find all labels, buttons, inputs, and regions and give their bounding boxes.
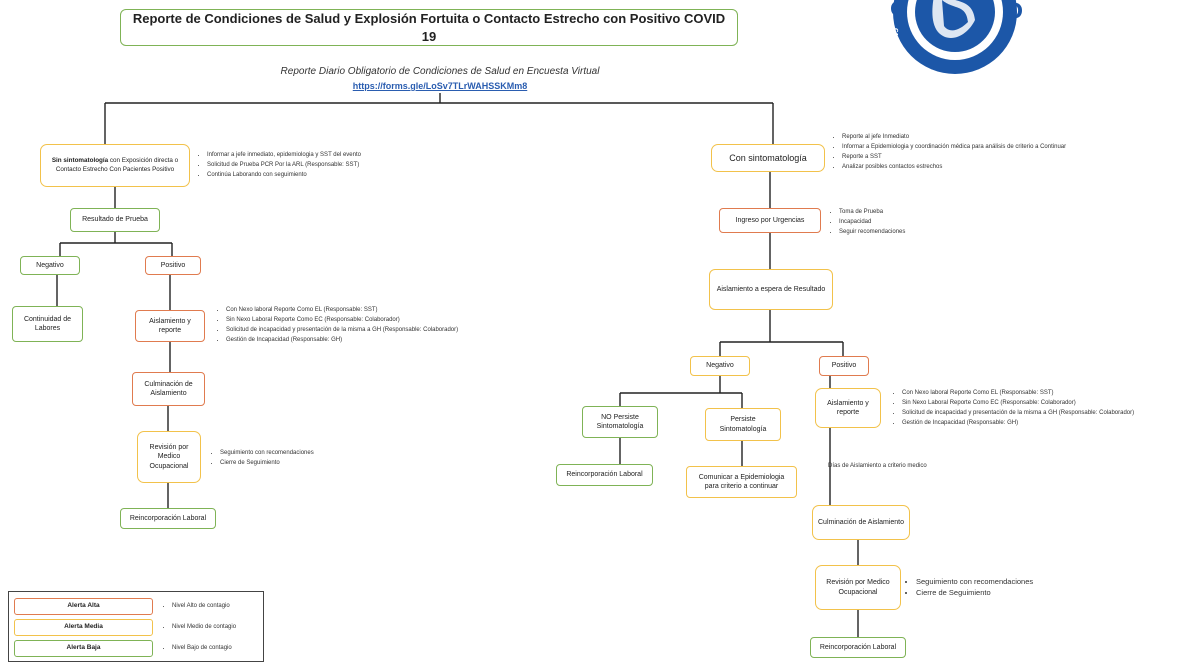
list-item: Con Nexo laboral Reporte Como EL (Respon… xyxy=(902,388,1188,398)
list-item: Continúa Laborando con seguimiento xyxy=(207,170,467,180)
list-item: Sin Nexo Laboral Reporte Como EC (Respon… xyxy=(226,315,546,325)
legend-low-alert: Alerta Baja xyxy=(14,640,153,657)
legend-descriptions: Nivel Alto de contagio Nivel Medio de co… xyxy=(160,601,272,653)
list-item: Solicitud de incapacidad y presentación … xyxy=(902,408,1188,418)
no-symptoms-bold: Sin sintomatología xyxy=(51,157,109,164)
no-symptoms-rest: con Exposición directa o Contacto Estrec… xyxy=(55,157,179,173)
legend-desc-low: Nivel Bajo de contagio xyxy=(172,643,272,653)
no-persistent-symptoms-box: NO Persiste Sintomatología xyxy=(582,406,658,438)
no-symptoms-start: Sin sintomatología con Exposición direct… xyxy=(40,144,190,187)
list-item: Reporte al jefe Inmediato xyxy=(842,132,1162,142)
list-item: Seguimiento con recomendaciones xyxy=(220,448,370,458)
list-item: Seguimiento con recomendaciones xyxy=(916,576,1096,587)
legend-high-alert: Alerta Alta xyxy=(14,598,153,615)
list-item: Informar a Epidemiologia y coordinación … xyxy=(842,142,1162,152)
list-item: Seguir recomendaciones xyxy=(839,227,979,237)
awaiting-result-box: Aislamiento a espera de Resultado xyxy=(709,269,833,310)
page-title: Reporte de Condiciones de Salud y Explos… xyxy=(120,9,738,46)
list-item: Incapacidad xyxy=(839,217,979,227)
communicate-epidemiology-box: Comunicar a Epidemiologia para criterio … xyxy=(686,466,797,498)
right-negative-reinstatement-box: Reincorporación Laboral xyxy=(556,464,653,486)
right-reinstatement-box: Reincorporación Laboral xyxy=(810,637,906,658)
isolation-days-note: Días de Aislamiento a criterio medico xyxy=(828,463,927,469)
right-review-actions: Seguimiento con recomendaciones Cierre d… xyxy=(904,576,1096,598)
legend-desc-medium: Nivel Medio de contagio xyxy=(172,622,272,632)
persistent-symptoms-box: Persiste Sintomatología xyxy=(705,408,781,441)
right-isolation-end-box: Culminación de Aislamiento xyxy=(812,505,910,540)
right-medical-review-box: Revisión por Medico Ocupacional xyxy=(815,565,901,610)
left-review-actions: Seguimiento con recomendaciones Cierre d… xyxy=(208,448,370,468)
legend-medium-alert: Alerta Media xyxy=(14,619,153,636)
survey-link[interactable]: https://forms.gle/LoSv7TLrWAHSSKMm8 xyxy=(352,81,528,91)
left-isolation-end-box: Culminación de Aislamiento xyxy=(132,372,205,406)
emergency-actions: Toma de Prueba Incapacidad Seguir recome… xyxy=(827,207,979,237)
list-item: Sin Nexo Laboral Reporte Como EC (Respon… xyxy=(902,398,1188,408)
subtitle: Reporte Diario Obligatorio de Condicione… xyxy=(280,66,600,77)
list-item: Cierre de Seguimiento xyxy=(916,587,1096,598)
right-isolation-box: Aislamiento y reporte xyxy=(815,388,881,428)
emergency-admission-box: Ingreso por Urgencias xyxy=(719,208,821,233)
list-item: Reporte a SST xyxy=(842,152,1162,162)
list-item: Cierre de Seguimiento xyxy=(220,458,370,468)
list-item: Gestión de Incapacidad (Responsable: GH) xyxy=(226,335,546,345)
right-negative-box: Negativo xyxy=(690,356,750,376)
list-item: Toma de Prueba xyxy=(839,207,979,217)
list-item: Gestión de Incapacidad (Responsable: GH) xyxy=(902,418,1188,428)
right-positive-box: Positivo xyxy=(819,356,869,376)
legend-desc-high: Nivel Alto de contagio xyxy=(172,601,272,611)
left-medical-review-box: Revisión por Medico Ocupacional xyxy=(137,431,201,483)
list-item: Con Nexo laboral Reporte Como EL (Respon… xyxy=(226,305,546,315)
test-result-box: Resultado de Prueba xyxy=(70,208,160,232)
left-positive-box: Positivo xyxy=(145,256,201,275)
left-negative-box: Negativo xyxy=(20,256,80,275)
page-title-text: Reporte de Condiciones de Salud y Explos… xyxy=(132,10,726,44)
right-isolation-actions: Con Nexo laboral Reporte Como EL (Respon… xyxy=(890,388,1188,428)
logo-letter-left: C xyxy=(890,0,905,21)
list-item: Solicitud de Prueba PCR Por la ARL (Resp… xyxy=(207,160,467,170)
clinic-logo: C O CADA PACIENTE ES DIFERENTE, NUESTRA … xyxy=(890,0,1023,98)
work-continuity-box: Continuidad de Labores xyxy=(12,306,83,342)
with-symptoms-actions: Reporte al jefe Inmediato Informar a Epi… xyxy=(830,132,1162,172)
left-reinstatement-box: Reincorporación Laboral xyxy=(120,508,216,529)
with-symptoms-start: Con sintomatología xyxy=(711,144,825,172)
list-item: Analizar posibles contactos estrechos xyxy=(842,162,1162,172)
list-item: Solicitud de incapacidad y presentación … xyxy=(226,325,546,335)
left-isolation-actions: Con Nexo laboral Reporte Como EL (Respon… xyxy=(214,305,546,345)
left-isolation-box: Aislamiento y reporte xyxy=(135,310,205,342)
list-item: Informar a jefe inmediato, epidemiologia… xyxy=(207,150,467,160)
no-symptoms-actions: Informar a jefe inmediato, epidemiologia… xyxy=(195,150,467,180)
logo-letter-right: O xyxy=(1006,0,1023,23)
